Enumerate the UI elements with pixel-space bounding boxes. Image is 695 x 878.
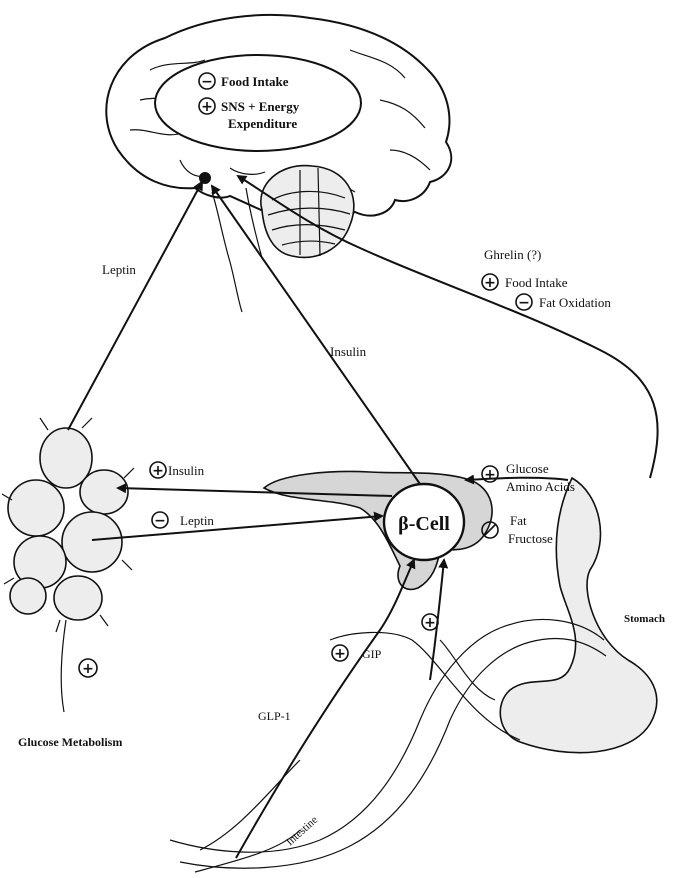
ghrelin-label: Ghrelin (?) — [484, 247, 541, 262]
insulin-label: Insulin — [330, 344, 367, 359]
signs-minus: − — [518, 295, 530, 311]
beta-cell-inputs-plus-2: Amino Acids — [506, 479, 575, 494]
cerebellum — [261, 166, 354, 258]
signs-plus: + — [484, 275, 496, 291]
signs-plus: + — [334, 646, 346, 662]
signs-plus: + — [484, 467, 496, 483]
brain — [106, 15, 451, 312]
leptin-to-beta-cell-arrow — [92, 516, 382, 540]
signs-minus: − — [201, 74, 213, 90]
gut-input-plus: + — [422, 614, 438, 631]
brain-effect-2-line2: Expenditure — [228, 116, 297, 131]
beta-cell-label: β-Cell — [398, 513, 450, 535]
signals-ghrelin-effect-1: Food Intake — [505, 275, 568, 290]
intestine-label: Intestine — [284, 814, 320, 848]
adipose-insulin-label: Insulin — [168, 463, 205, 478]
adipose-insulin-label: + Insulin — [150, 462, 205, 479]
glucose-metabolism-label: Glucose Metabolism — [18, 735, 122, 749]
gip-label: GIP — [362, 647, 382, 661]
beta-cell-inputs-minus-2: Fructose — [508, 531, 553, 546]
signs-plus: + — [82, 661, 94, 677]
leptin-to-brain-arrow — [68, 182, 202, 430]
adipose-tissue — [2, 418, 134, 632]
beta-cell-inputs-minus-1: Fat — [510, 513, 527, 528]
beta-cell-minus-inputs: Fat Fructose — [482, 513, 553, 546]
signs-plus: + — [201, 99, 213, 115]
signs-plus: + — [424, 615, 436, 631]
ghrelin-effect-1: + Food Intake — [482, 274, 568, 291]
leptin-label: Leptin — [102, 262, 136, 277]
signals-ghrelin-effect-2: Fat Oxidation — [539, 295, 611, 310]
stomach-label: Stomach — [624, 613, 665, 625]
adipose-leptin-label: − Leptin — [152, 512, 214, 529]
signs-minus: − — [154, 513, 166, 529]
glucose-metabolism-link — [61, 620, 66, 712]
glucose-metabolism-plus: + — [79, 659, 97, 677]
glp1-label: GLP-1 — [258, 709, 291, 723]
beta-cell: β-Cell — [384, 484, 464, 560]
brain-effect-1: − Food Intake — [199, 73, 289, 90]
signs-plus: + — [152, 463, 164, 479]
brain-effect-1: Food Intake — [221, 74, 289, 89]
brain-effect-2-line1: SNS + Energy — [221, 99, 300, 114]
ghrelin-effect-2: − Fat Oxidation — [516, 294, 611, 311]
adipose-leptin-label: Leptin — [180, 513, 214, 528]
gip-plus: + — [332, 645, 348, 662]
beta-cell-inputs-plus-1: Glucose — [506, 461, 549, 476]
